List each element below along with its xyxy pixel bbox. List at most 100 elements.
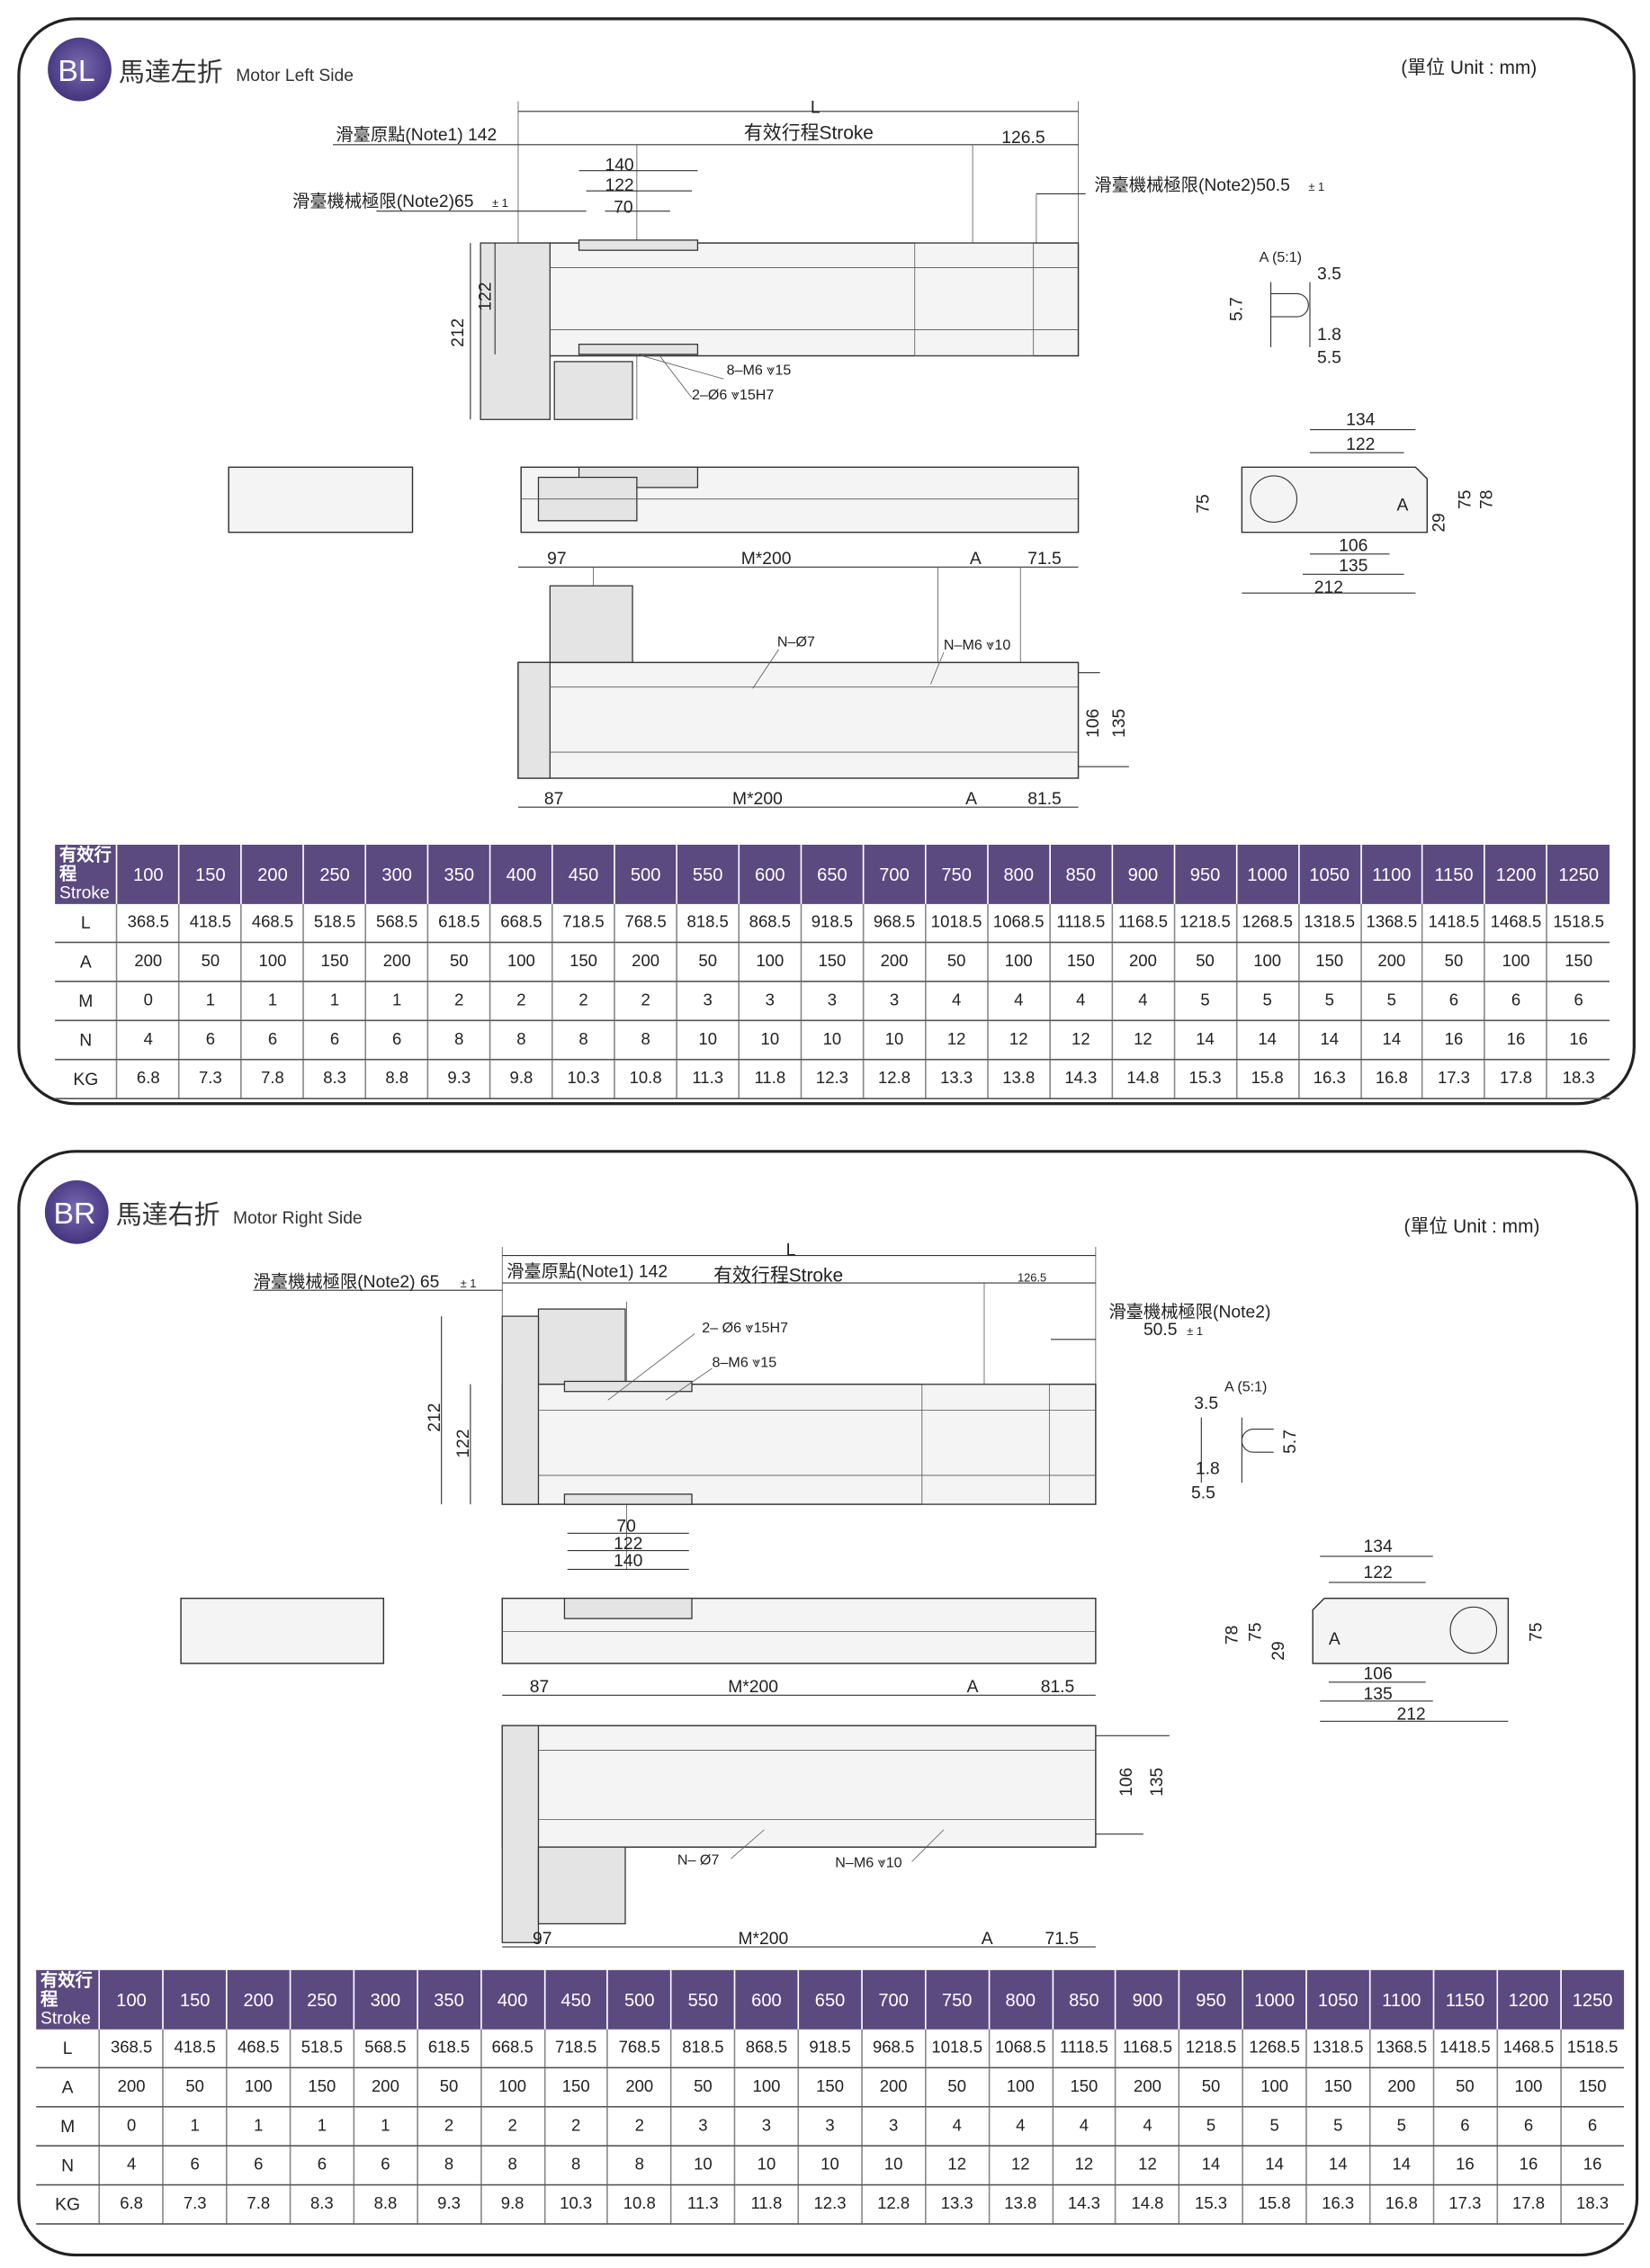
bl-detail-5-7: 5.7	[1227, 297, 1246, 321]
table-cell: 50	[1179, 2067, 1244, 2108]
table-cell: 50	[1433, 2067, 1498, 2108]
table-cell: 50	[925, 2067, 990, 2108]
stroke-header-en: Stroke	[58, 882, 110, 903]
stroke-column-header: 150	[179, 844, 243, 904]
table-cell: 1268.5	[1236, 903, 1299, 944]
table-cell: 6	[1433, 2106, 1498, 2147]
table-cell: 1468.5	[1496, 2029, 1562, 2069]
row-label: N	[55, 1020, 119, 1061]
table-cell: 4	[99, 2146, 165, 2186]
table-cell: 17.3	[1422, 1059, 1486, 1099]
bl-bottom-m200-top: M*200	[741, 550, 792, 569]
table-cell: 100	[480, 2067, 545, 2108]
table-cell: 150	[1298, 942, 1362, 982]
stroke-column-header: 850	[1049, 844, 1113, 904]
table-cell: 1318.5	[1305, 2029, 1371, 2069]
table-cell: 100	[226, 2067, 291, 2108]
stroke-column-header: 150	[163, 1969, 228, 2030]
table-cell: 2	[489, 981, 553, 1022]
bl-dim-stroke: 有效行程Stroke	[744, 122, 874, 143]
br-bottom-71-5: 71.5	[1045, 1930, 1080, 1949]
br-bottom-m200-bottom: M*200	[738, 1930, 788, 1949]
table-cell: 8	[480, 2146, 545, 2186]
table-cell: 768.5	[607, 2029, 672, 2069]
stroke-column-header: 100	[99, 1969, 165, 2030]
br-top-view: L 滑臺機械極限(Note2) 65 ± 1 滑臺原點(Note1) 142 有…	[254, 1242, 1271, 1572]
br-dim-tol-right: ± 1	[1187, 1324, 1203, 1338]
table-cell: 150	[1049, 942, 1113, 982]
br-dim-origin: 滑臺原點(Note1) 142	[507, 1262, 668, 1282]
stroke-header-zh: 有效行程	[58, 844, 112, 884]
table-cell: 50	[671, 2067, 736, 2108]
bl-dim-origin: 滑臺原點(Note1) 142	[336, 125, 497, 145]
br-end-212: 212	[1396, 1706, 1425, 1725]
table-cell: 6	[1560, 2106, 1625, 2147]
table-cell: 100	[1236, 942, 1299, 982]
row-label: KG	[55, 1059, 119, 1099]
table-cell: 918.5	[798, 2029, 863, 2069]
table-cell: 468.5	[241, 903, 305, 944]
stroke-column-header: 350	[417, 1969, 482, 2030]
table-cell: 8	[543, 2146, 609, 2186]
table-cell: 6	[163, 2146, 228, 2186]
stroke-column-header: 200	[226, 1969, 291, 2030]
table-cell: 10	[801, 1020, 865, 1061]
bl-end-135: 135	[1339, 557, 1368, 576]
table-cell: 568.5	[365, 903, 429, 944]
bl-dim-122-vertical: 122	[476, 282, 495, 311]
bl-dim-122: 122	[605, 176, 633, 195]
table-cell: 12.8	[861, 2184, 927, 2225]
table-cell: 12	[925, 2146, 990, 2186]
table-cell: 16	[1484, 1020, 1548, 1061]
table-cell: 4	[1049, 981, 1113, 1022]
stroke-column-header: 900	[1111, 844, 1175, 904]
table-cell: 468.5	[226, 2029, 291, 2069]
table-cell: 200	[1369, 2067, 1434, 2108]
table-cell: 8	[607, 2146, 672, 2186]
stroke-column-header: 450	[543, 1969, 609, 2030]
table-cell: 150	[798, 2067, 863, 2108]
table-cell: 15.8	[1236, 1059, 1299, 1099]
row-label: M	[55, 981, 119, 1022]
stroke-column-header: 300	[354, 1969, 418, 2030]
bl-dim-limit-left: 滑臺機械極限(Note2)65	[292, 192, 474, 211]
table-cell: 6	[365, 1020, 429, 1061]
br-dim-122: 122	[614, 1535, 642, 1554]
table-cell: 1118.5	[1052, 2029, 1116, 2069]
bl-bottom-A-bottom: A	[965, 790, 977, 809]
table-cell: 4	[1111, 981, 1175, 1022]
table-cell: 3	[677, 981, 740, 1022]
stroke-column-header: 250	[290, 1969, 354, 2030]
table-cell: 100	[1242, 2067, 1307, 2108]
bl-bottom-106: 106	[1084, 709, 1103, 738]
table-cell: 1418.5	[1422, 903, 1486, 944]
table-cell: 4	[925, 981, 989, 1022]
table-cell: 16	[1560, 2146, 1625, 2186]
bl-end-view: 134 122 75 A 29 75 78 106 135 212	[1194, 411, 1496, 597]
row-label: L	[55, 903, 119, 944]
table-cell: 8.3	[290, 2184, 354, 2225]
table-cell: 7.8	[226, 2184, 291, 2225]
table-cell: 6	[1422, 981, 1486, 1022]
bl-header: BL 馬達左折 Motor Left Side (單位 Unit : mm)	[48, 37, 1537, 102]
bl-dim-126: 126.5	[1001, 129, 1045, 148]
table-cell: 150	[290, 2067, 354, 2108]
bl-dim-limit-right: 滑臺機械極限(Note2)50.5	[1094, 175, 1290, 195]
table-cell: 200	[1116, 2067, 1180, 2108]
br-title-en: Motor Right Side	[233, 1209, 363, 1228]
bl-bottom-71-5: 71.5	[1027, 550, 1062, 569]
table-cell: 10.3	[551, 1059, 615, 1099]
bl-dim-70: 70	[614, 198, 632, 217]
bl-dim-212: 212	[449, 318, 468, 347]
row-label: N	[36, 2146, 101, 2186]
table-cell: 618.5	[417, 2029, 482, 2069]
br-dim-m6: 8–M6 ⩔15	[713, 1354, 777, 1370]
table-cell: 9.3	[417, 2184, 482, 2225]
bl-detail-5-5: 5.5	[1317, 349, 1341, 368]
table-cell: 5	[1305, 2106, 1371, 2147]
